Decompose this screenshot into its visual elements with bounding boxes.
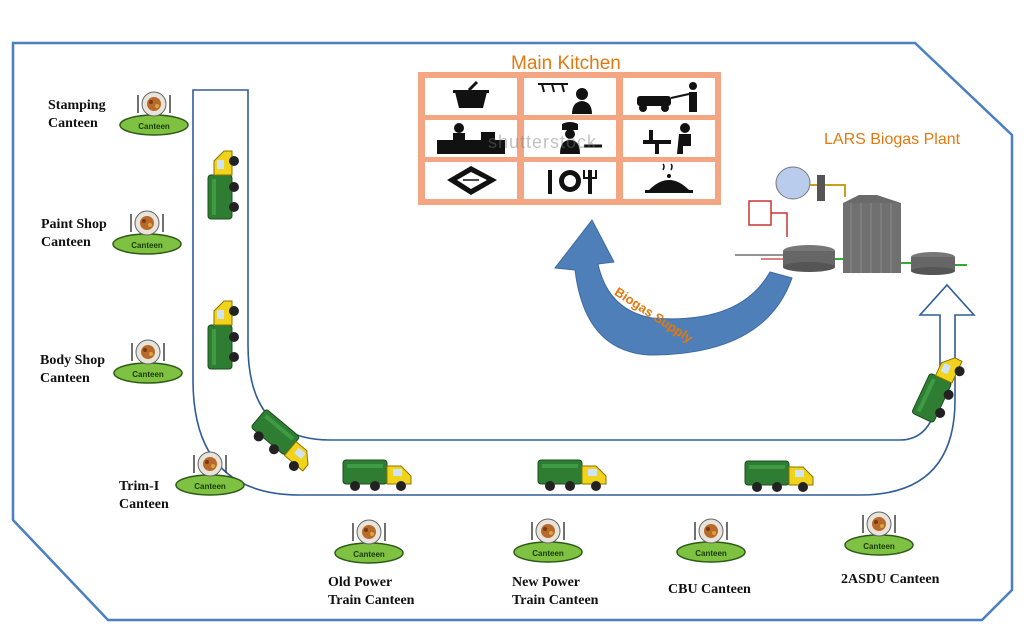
plate-with-food-icon: Canteen — [333, 517, 405, 565]
canteen-badge-text: Canteen — [532, 549, 564, 558]
canteen-badge-text: Canteen — [863, 542, 895, 551]
garbage-truck-icon — [339, 454, 417, 494]
canteen-label-trim-i: Trim-I Canteen — [119, 479, 169, 512]
canteen-label-new-power-train: New Power Train Canteen — [512, 575, 599, 608]
plate-with-food-icon: Canteen — [112, 337, 184, 385]
plate-with-food-icon: Canteen — [675, 516, 747, 564]
main-kitchen-title: Main Kitchen — [511, 53, 621, 74]
canteen-label-body-shop: Body Shop Canteen — [40, 353, 105, 386]
biogas-plant-illustration — [735, 166, 967, 275]
canteen-label-stamping: Stamping Canteen — [48, 98, 106, 131]
serving-bowl-icon — [425, 78, 517, 115]
plate-with-food-icon: Canteen — [843, 509, 915, 557]
canteen-badge-text: Canteen — [695, 549, 727, 558]
cashier-counter-icon — [425, 120, 517, 157]
garbage-truck-icon — [741, 455, 819, 495]
gas-storage-dome — [775, 166, 811, 200]
plate-with-food-icon: Canteen — [111, 208, 183, 256]
slurry-tank — [911, 257, 955, 271]
canteen-label-old-power-train: Old Power Train Canteen — [328, 575, 415, 608]
canteen-badge-text: Canteen — [353, 550, 385, 559]
main-kitchen-panel — [418, 72, 721, 205]
food-dish-icon — [623, 162, 715, 199]
menu-card-icon — [425, 162, 517, 199]
table-setting-icon — [524, 162, 616, 199]
waiter-icon — [524, 78, 616, 115]
plate-with-food-icon: Canteen — [118, 89, 190, 137]
garbage-truck-icon — [534, 454, 612, 494]
site-boundary — [11, 41, 1014, 622]
canteen-label-2asdu: 2ASDU Canteen — [841, 572, 940, 587]
garbage-truck-icon — [202, 145, 242, 223]
diner-icon — [623, 120, 715, 157]
canteen-badge-text: Canteen — [138, 122, 170, 131]
canteen-badge-text: Canteen — [194, 482, 226, 491]
canteen-label-paint-shop: Paint Shop Canteen — [41, 217, 107, 250]
plate-with-food-icon: Canteen — [174, 449, 246, 497]
lars-plant-title: LARS Biogas Plant — [824, 131, 961, 148]
watermark: shutterstock — [488, 132, 598, 152]
garbage-truck-icon — [202, 295, 242, 373]
digester-tank — [843, 203, 901, 273]
canteen-badge-text: Canteen — [132, 370, 164, 379]
gas-purifier — [817, 175, 825, 201]
lawnmower-icon — [623, 78, 715, 115]
chef-icon — [524, 120, 616, 157]
garbage-truck-icon — [241, 402, 326, 483]
canteen-label-cbu: CBU Canteen — [668, 582, 751, 597]
canteen-badge-text: Canteen — [131, 241, 163, 250]
plate-with-food-icon: Canteen — [512, 516, 584, 564]
garbage-truck-icon — [904, 343, 973, 431]
biogas-supply-arrow — [554, 219, 793, 356]
